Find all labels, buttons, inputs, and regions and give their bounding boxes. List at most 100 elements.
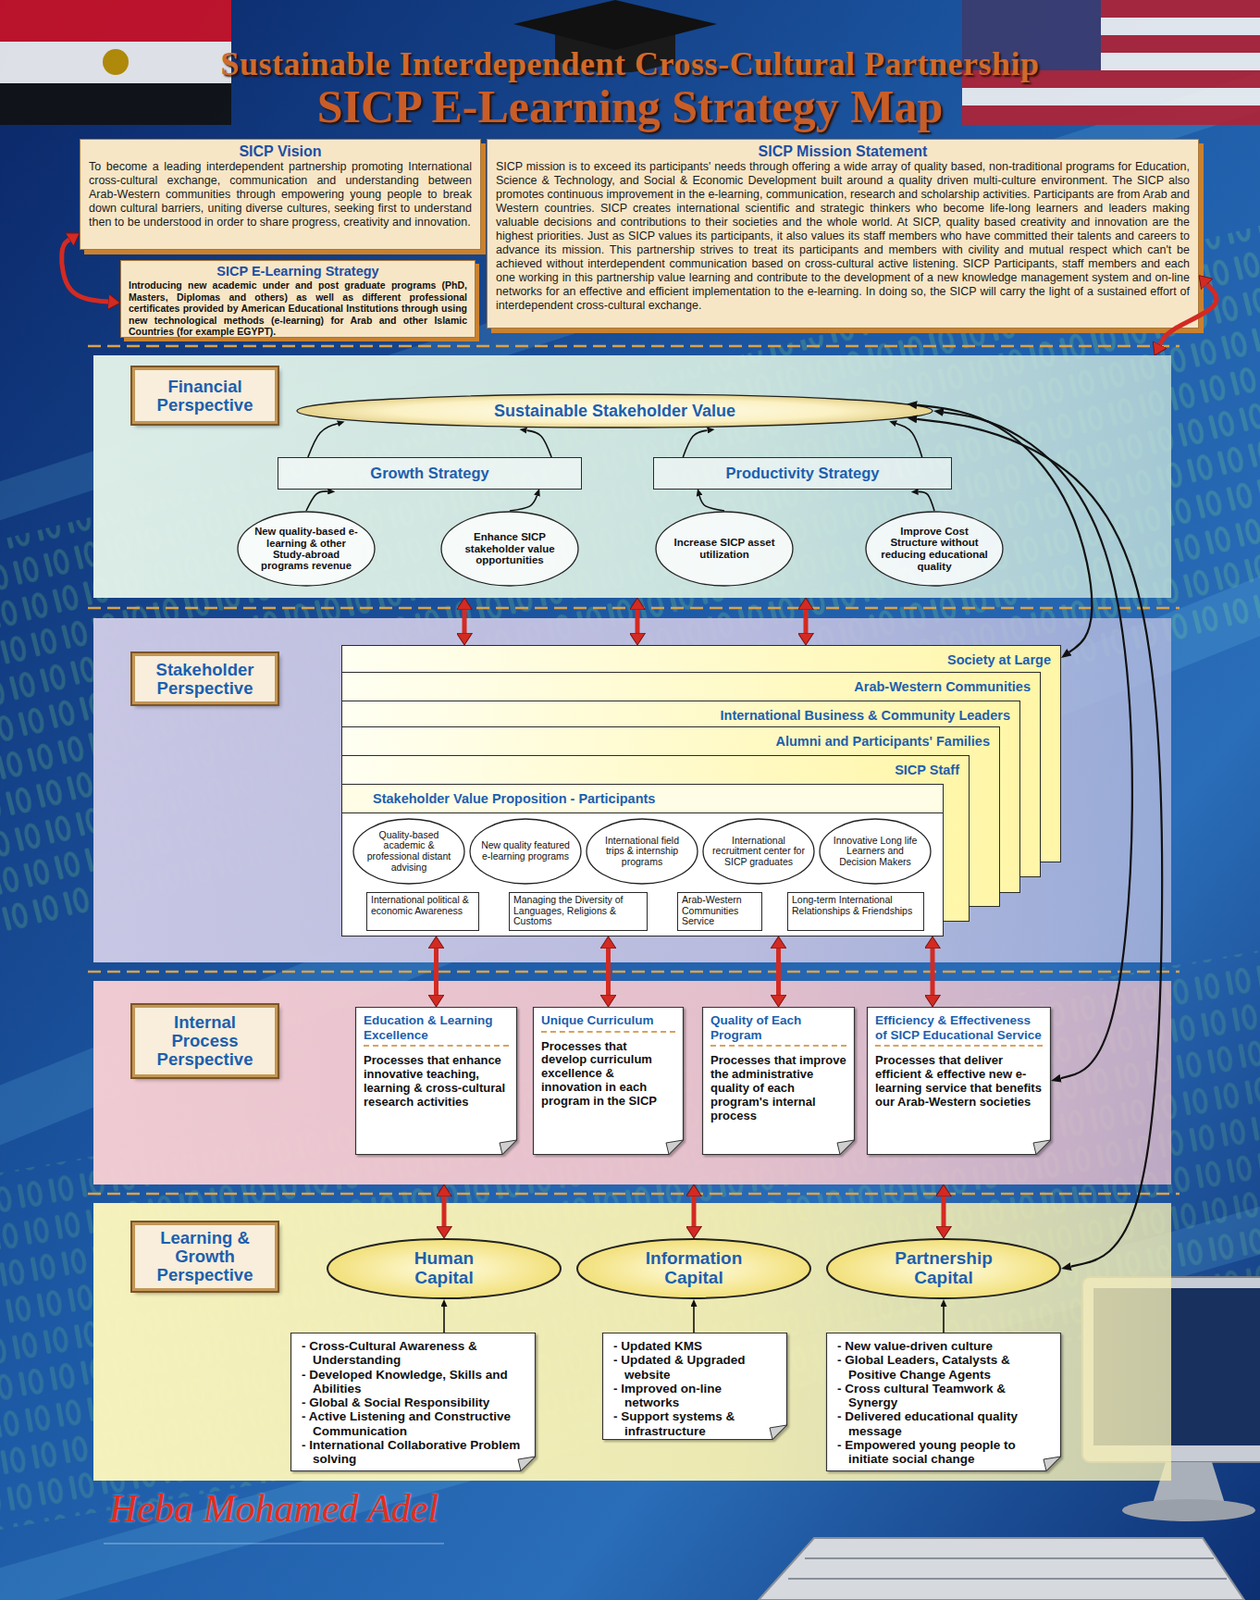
perspective-band: Society at LargeArab-Western Communities… xyxy=(93,617,1172,963)
ellipse-outline xyxy=(865,511,1003,586)
perspective-label-box: Stakeholder Perspective xyxy=(132,653,278,705)
monitor-base xyxy=(1122,1498,1256,1521)
bullet-item: - International Collaborative Problem so… xyxy=(301,1437,527,1467)
statement-box: SICP VisionTo become a leading interdepe… xyxy=(79,138,482,250)
title-wrap: SICP E-Learning Strategy Map xyxy=(0,79,1260,134)
ellipse-outline xyxy=(577,1238,811,1298)
usa-flag xyxy=(962,0,1260,125)
node-label: Long-term International Relationships & … xyxy=(791,894,920,916)
box-heading: SICP E-Learning Strategy xyxy=(128,263,468,280)
card-outline xyxy=(827,1333,1062,1471)
node-label: International recruitment center for SIC… xyxy=(712,835,805,868)
box-body: SICP mission is to exceed its participan… xyxy=(495,160,1190,313)
process-card: Quality of Each ProgramProcesses that im… xyxy=(702,1006,855,1155)
card-outline xyxy=(603,1333,788,1440)
strategy-box: Growth Strategy xyxy=(277,457,582,490)
bullet-item: - Support systems & infrastructure xyxy=(613,1408,779,1438)
ellipse-content: Quality-based academic & professional di… xyxy=(352,817,466,885)
ellipse-outline xyxy=(703,818,815,884)
box-heading: Efficiency & Effectiveness of SICP Educa… xyxy=(875,1012,1043,1047)
ellipse-outline xyxy=(441,511,579,586)
strategy-box: Productivity Strategy xyxy=(653,457,952,490)
ellipse-outline xyxy=(586,818,698,884)
connector-arrow xyxy=(442,1196,447,1226)
perspective-band: Human CapitalInformation CapitalPartners… xyxy=(93,1202,1172,1481)
diagram-title: SICP E-Learning Strategy Map xyxy=(0,79,1260,134)
dashed-separator xyxy=(87,1192,1180,1196)
node-label: Sustainable Stakeholder Value xyxy=(494,401,736,421)
connector-arrow xyxy=(943,412,1133,1079)
ellipse-content: International field trips & internship p… xyxy=(585,817,699,885)
ellipse-outline xyxy=(353,818,465,884)
ellipse-content: New quality featured e-learning programs xyxy=(469,817,582,885)
label-wrap: Heba Mohamed Adel xyxy=(109,1485,665,1531)
perspective-label-box: Internal Process Perspective xyxy=(132,1004,278,1077)
box-heading: Education & Learning Excellence xyxy=(363,1012,509,1047)
proposition-ellipse: International field trips & internship p… xyxy=(585,817,699,885)
box-body: Processes that enhance innovative teachi… xyxy=(363,1053,509,1110)
connector-arrow xyxy=(942,1306,945,1333)
process-card: Education & Learning ExcellenceProcesses… xyxy=(355,1006,518,1155)
node-label: International political & economic Aware… xyxy=(370,894,475,916)
objective-ellipse: Increase SICP asset utilization xyxy=(654,510,794,587)
flag-emblem xyxy=(102,49,129,75)
node-label: Alumni and Participants' Families xyxy=(342,727,1000,750)
dashed-separators xyxy=(87,345,1180,1194)
perspective-label-box: Learning & Growth Perspective xyxy=(132,1222,278,1291)
connector-arrow xyxy=(526,430,552,458)
node-label: Arab-Western Communities xyxy=(342,672,1040,695)
connector-arrow xyxy=(462,609,468,633)
node-label: International field trips & internship p… xyxy=(595,835,689,868)
connector-arrow xyxy=(509,495,537,511)
box-heading: SICP Mission Statement xyxy=(495,142,1190,161)
statement-box: SICP Mission StatementSICP mission is to… xyxy=(486,138,1199,329)
connector-arrow xyxy=(692,1306,695,1333)
bullet-item: - Developed Knowledge, Skills and Abilit… xyxy=(301,1367,527,1396)
node-label: Stakeholder Value Proposition - Particip… xyxy=(342,784,943,807)
ellipse-outline xyxy=(469,818,581,884)
ellipse-outline xyxy=(237,511,375,586)
connector-arrow xyxy=(941,1196,947,1226)
dashed-separator xyxy=(87,606,1180,610)
keyboard-body xyxy=(758,1537,1245,1600)
signature-text: Heba Mohamed Adel xyxy=(109,1485,665,1531)
page-fold xyxy=(1033,1139,1051,1155)
process-card: Unique CurriculumProcesses that develop … xyxy=(532,1006,684,1155)
flag-stripe xyxy=(962,87,1260,106)
box-heading: Unique Curriculum xyxy=(541,1012,676,1033)
keyboard xyxy=(758,1537,1245,1600)
node-label: SICP Staff xyxy=(342,755,969,779)
value-ellipse: Sustainable Stakeholder Value xyxy=(296,393,934,429)
card-outline xyxy=(533,1007,684,1155)
connector-arrow xyxy=(306,491,328,511)
connector-arrow xyxy=(916,419,1162,1267)
box-heading: SICP Vision xyxy=(88,142,472,161)
card-outline xyxy=(291,1333,536,1471)
node-label: Society at Large xyxy=(342,645,1061,668)
proposition-ellipse: International recruitment center for SIC… xyxy=(702,817,816,885)
proposition-ellipse: Innovative Long life Learners and Decisi… xyxy=(818,817,932,885)
flag-stripe xyxy=(0,83,232,125)
capital-list: - Cross-Cultural Awareness & Understandi… xyxy=(290,1332,536,1471)
flag-stripe xyxy=(962,70,1260,88)
capital-ellipse: Partnership Capital xyxy=(826,1237,1062,1299)
ellipse-content: Partnership Capital xyxy=(826,1237,1062,1299)
capital-list: - New value-driven culture- Global Leade… xyxy=(826,1332,1062,1471)
page-fold xyxy=(837,1139,855,1155)
flag-canton xyxy=(962,0,1101,71)
connector-arrow xyxy=(803,609,809,633)
box-body: To become a leading interdependent partn… xyxy=(88,160,472,230)
ellipse-content: International recruitment center for SIC… xyxy=(702,817,816,885)
perspective-label-box: Financial Perspective xyxy=(132,367,278,424)
objective-ellipse: Enhance SICP stakeholder value opportuni… xyxy=(440,510,580,587)
connector-arrow xyxy=(776,948,781,995)
proposition-box: International political & economic Aware… xyxy=(366,891,480,931)
page-fold xyxy=(666,1139,684,1155)
node-label: Human Capital xyxy=(388,1248,500,1288)
proposition-box: Arab-Western Communities Service xyxy=(677,891,763,931)
cap-board xyxy=(513,0,717,50)
perspective-title: Learning & Growth Perspective xyxy=(139,1228,271,1285)
connector-arrow xyxy=(682,430,707,458)
bullet-item: - Active Listening and Constructive Comm… xyxy=(301,1408,527,1438)
bullet-item: - Updated KMS xyxy=(613,1338,779,1353)
